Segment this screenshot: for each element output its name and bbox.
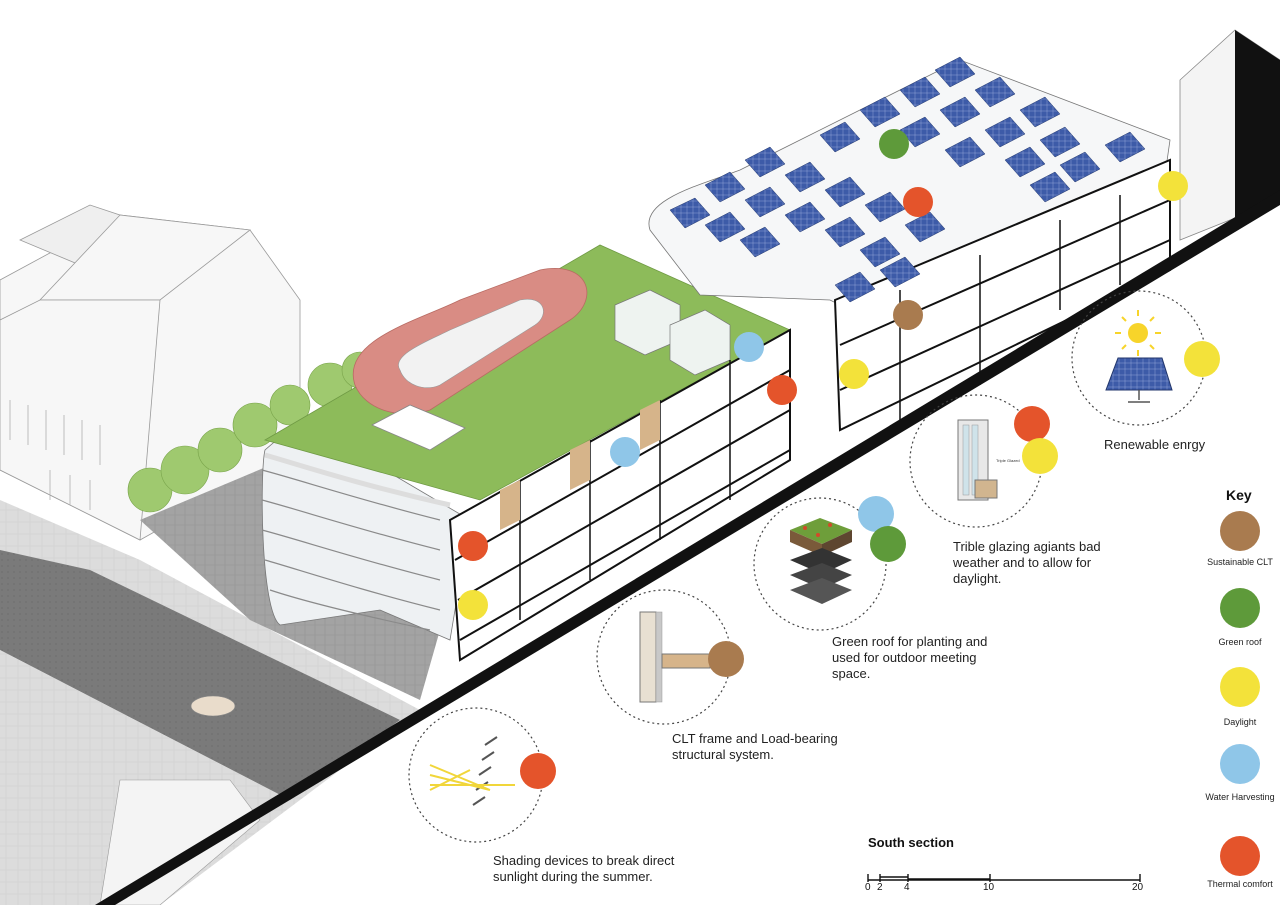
scale-tick-4: 4 <box>904 882 910 893</box>
annotation-clt: CLT frame and Load-bearing structural sy… <box>672 731 838 762</box>
car <box>190 695 236 717</box>
detail-shading-diagram <box>429 736 515 806</box>
fsc-tree-icon <box>1220 511 1260 551</box>
greenhouses <box>614 289 731 376</box>
leaf-icon <box>879 129 909 159</box>
scale-tick-10: 10 <box>983 882 995 893</box>
sun-icon <box>839 359 869 389</box>
key-label-sustainable-clt: Sustainable CLT <box>1207 557 1273 567</box>
scale-bar <box>867 874 1141 882</box>
fsc-tree-icon <box>708 641 744 677</box>
key-label-water-harvesting: Water Harvesting <box>1205 792 1275 802</box>
key-label-daylight: Daylight <box>1223 717 1257 727</box>
leaf-icon <box>870 526 906 562</box>
detail-window-frame <box>957 419 998 501</box>
annotation-shading: Shading devices to break direct sunlight… <box>493 853 675 884</box>
scale-tick-0: 0 <box>865 882 871 893</box>
solar-panels <box>669 56 1146 303</box>
neighbouring-building-right <box>1179 29 1280 241</box>
thermometer-icon <box>1220 836 1260 876</box>
detail-label-triple-glazed: Triple Glazed <box>996 458 1020 463</box>
annotation-renewable: Renewable enrgy <box>1104 437 1206 452</box>
building-left-wing <box>261 419 471 641</box>
sun-icon <box>1220 667 1260 707</box>
fsc-tree-icon <box>893 300 923 330</box>
annotation-glazing: Trible glazing agiants bad weather and t… <box>953 539 1101 586</box>
scale-tick-20: 20 <box>1132 882 1144 893</box>
rain-cloud-icon <box>1220 744 1260 784</box>
detail-circle-green-roof <box>753 497 887 631</box>
rain-cloud-icon <box>734 332 764 362</box>
key-label-green-roof: Green roof <box>1218 637 1262 647</box>
tree-row <box>127 351 379 513</box>
detail-green-roof-layers <box>790 518 852 604</box>
sun-icon <box>1158 171 1188 201</box>
thermometer-icon <box>767 375 797 405</box>
sun-icon <box>458 590 488 620</box>
section-title: South section <box>868 835 954 850</box>
key-label-thermal-comfort: Thermal comfort <box>1207 879 1273 889</box>
thermometer-icon <box>520 753 556 789</box>
key-title: Key <box>1226 487 1252 503</box>
leaf-icon <box>1220 588 1260 628</box>
scale-tick-2: 2 <box>877 882 883 893</box>
thermometer-icon <box>1014 406 1050 442</box>
thermometer-icon <box>903 187 933 217</box>
sun-icon <box>1184 341 1220 377</box>
detail-solar-panel <box>1105 310 1173 403</box>
detail-clt-connection <box>639 611 711 703</box>
sun-icon <box>1022 438 1058 474</box>
thermometer-icon <box>458 531 488 561</box>
annotation-green-roof: Green roof for planting and used for out… <box>832 634 988 681</box>
rain-cloud-icon <box>610 437 640 467</box>
rooftop-pavilion <box>371 404 466 451</box>
section-ground-cut <box>95 190 1280 905</box>
section-cut-main <box>448 328 791 662</box>
